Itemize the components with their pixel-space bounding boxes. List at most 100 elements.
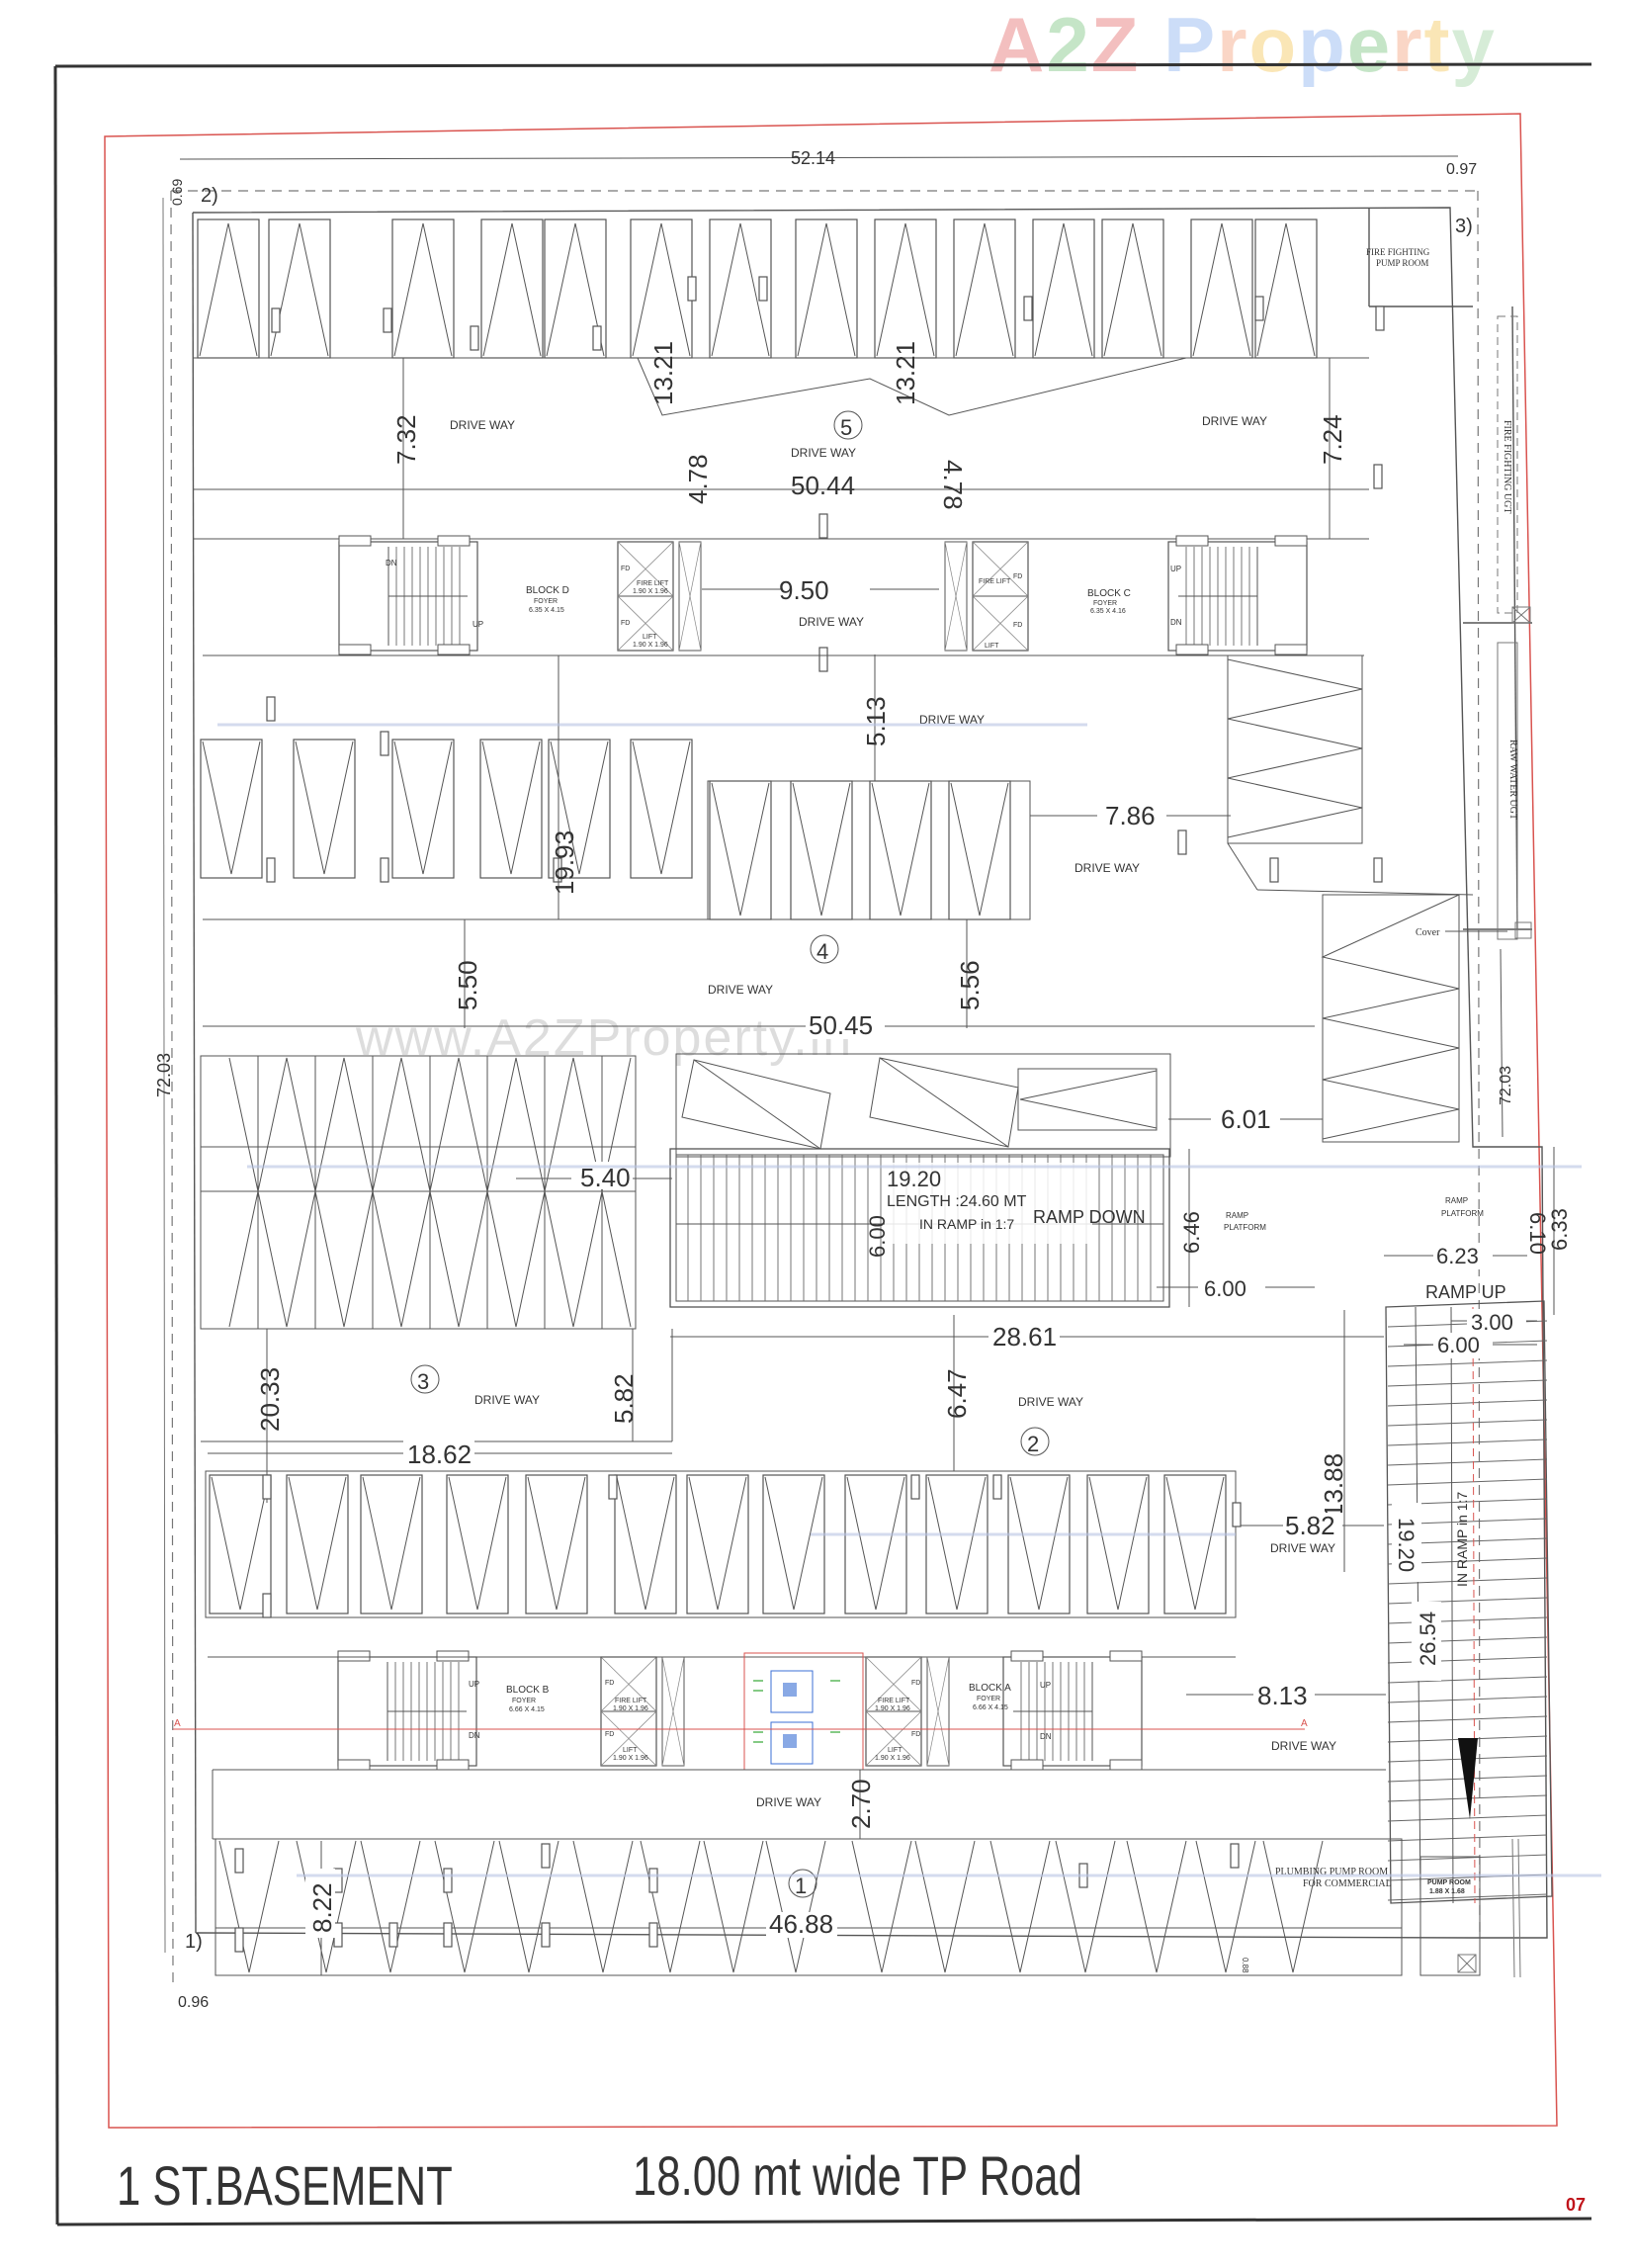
sheet-frame: [53, 62, 1592, 2226]
plot-boundary: [104, 113, 1558, 2129]
svg-text:FOR COMMERCIAL: FOR COMMERCIAL: [1303, 1878, 1392, 1889]
svg-text:DRIVE WAY: DRIVE WAY: [1271, 1739, 1336, 1753]
svg-text:1.90 X 1.96: 1.90 X 1.96: [875, 1705, 910, 1712]
block-d-core: DN UP BLOCK D FOYER 6.35 X 4.15 FD FIRE …: [338, 535, 702, 655]
logo-letter: p: [1298, 1, 1347, 88]
svg-text:1.90 X 1.96: 1.90 X 1.96: [633, 588, 668, 595]
svg-text:5.82: 5.82: [609, 1373, 639, 1424]
svg-text:PLUMBING PUMP ROOM: PLUMBING PUMP ROOM: [1275, 1867, 1388, 1877]
svg-text:FD: FD: [911, 1731, 920, 1738]
zone4-parking: DRIVE WAY DRIVE WAY 5.13 19.93 7.86: [200, 654, 1474, 920]
svg-text:FD: FD: [911, 1680, 920, 1687]
svg-text:6.66 X 4.15: 6.66 X 4.15: [973, 1704, 1008, 1711]
zone2-driveway: 28.61 6.47 DRIVE WAY 2 13.88 5.82 DRIVE …: [670, 1310, 1384, 1572]
svg-text:0.96: 0.96: [178, 1994, 209, 2011]
logo-letter: o: [1248, 1, 1299, 88]
svg-text:1.90 X 1.96: 1.90 X 1.96: [633, 642, 668, 649]
svg-text:FIRE LIFT: FIRE LIFT: [615, 1698, 647, 1704]
svg-text:FOYER: FOYER: [1093, 600, 1117, 607]
svg-text:9.50: 9.50: [779, 575, 829, 605]
svg-text:FIRE FIGHTING UGT: FIRE FIGHTING UGT: [1502, 420, 1512, 513]
svg-text:2: 2: [1027, 1432, 1039, 1456]
svg-text:LIFT: LIFT: [643, 634, 657, 641]
ramp-direction-arrow-icon: [1458, 1738, 1478, 1819]
svg-text:1.90 X 1.96: 1.90 X 1.96: [613, 1705, 648, 1712]
svg-text:0.88: 0.88: [1241, 1958, 1249, 1973]
svg-text:DRIVE WAY: DRIVE WAY: [1202, 414, 1267, 428]
svg-text:52.14: 52.14: [791, 148, 835, 168]
svg-text:2.70: 2.70: [846, 1779, 876, 1829]
raw-water-ugt: RAW WATER UGT Cover: [1416, 642, 1532, 940]
svg-text:13.21: 13.21: [648, 341, 678, 405]
svg-text:FIRE FIGHTING: FIRE FIGHTING: [1366, 247, 1430, 257]
svg-text:IN RAMP in 1:7: IN RAMP in 1:7: [1454, 1492, 1470, 1587]
svg-text:6.01: 6.01: [1221, 1104, 1271, 1134]
svg-text:4.78: 4.78: [938, 460, 968, 510]
svg-text:6.00: 6.00: [865, 1215, 890, 1258]
svg-text:FD: FD: [605, 1680, 614, 1687]
logo-letter: P: [1163, 1, 1218, 88]
svg-text:7.32: 7.32: [391, 414, 421, 465]
svg-text:DRIVE WAY: DRIVE WAY: [450, 418, 515, 432]
building-outline: [192, 207, 1548, 1939]
svg-text:19.20: 19.20: [887, 1167, 941, 1191]
block-c-core: FIRE LIFT LIFT FD FD BLOCK C FOYER 6.35 …: [944, 535, 1308, 655]
svg-text:A: A: [1301, 1718, 1308, 1729]
svg-text:1): 1): [185, 1931, 203, 1953]
svg-text:UP: UP: [473, 620, 483, 629]
left-depth-dimension: 72.03: [154, 197, 174, 1954]
svg-text:PUMP ROOM: PUMP ROOM: [1427, 1879, 1471, 1886]
svg-text:RAMP DOWN: RAMP DOWN: [1033, 1207, 1146, 1227]
svg-text:0.97: 0.97: [1446, 161, 1477, 178]
svg-text:DN: DN: [1170, 618, 1182, 627]
svg-text:6.10: 6.10: [1525, 1212, 1550, 1255]
top-dimension: 52.14 0.69 0.97 3) 2) 1) 0.96: [169, 148, 1477, 2011]
svg-text:FIRE LIFT: FIRE LIFT: [979, 578, 1011, 585]
svg-text:LIFT: LIFT: [888, 1747, 902, 1754]
svg-text:6.35 X 4.16: 6.35 X 4.16: [1090, 608, 1126, 615]
block-a-core: BLOCK A FOYER 6.66 X 4.15 UP DN 8.13 DRI…: [173, 1650, 1386, 1771]
svg-text:FD: FD: [1013, 622, 1022, 629]
svg-text:50.45: 50.45: [809, 1010, 873, 1040]
a2z-url-watermark: www.A2ZProperty.in: [356, 1009, 854, 1067]
svg-text:50.44: 50.44: [791, 471, 855, 500]
core-gap-dimension: 9.50 DRIVE WAY: [702, 575, 939, 672]
svg-text:5.82: 5.82: [1285, 1511, 1335, 1540]
svg-text:A: A: [174, 1718, 181, 1729]
setback-line: [170, 190, 1481, 1983]
svg-text:UP: UP: [1040, 1681, 1051, 1690]
angled-parking-ramp: 6.01: [675, 1053, 1323, 1158]
logo-letter: 2: [1046, 1, 1091, 88]
zone5-driveway: DRIVE WAY DRIVE WAY DRIVE WAY 5 7.32 7.2…: [193, 341, 1383, 540]
svg-text:6.00: 6.00: [1204, 1276, 1246, 1301]
svg-text:FIRE LIFT: FIRE LIFT: [637, 580, 669, 587]
svg-text:3): 3): [1455, 216, 1473, 237]
logo-letter: A: [988, 1, 1047, 88]
floor-title: 1 ST.BASEMENT: [117, 2154, 453, 2217]
svg-text:RAMP: RAMP: [1226, 1211, 1248, 1220]
svg-text:19.93: 19.93: [550, 830, 579, 895]
svg-text:FD: FD: [621, 620, 630, 627]
svg-text:6.00: 6.00: [1437, 1333, 1480, 1357]
svg-text:PLATFORM: PLATFORM: [1224, 1223, 1266, 1232]
equipment-room: FD FIRE LIFT 1.90 X 1.96 FD LIFT 1.90 X …: [743, 1652, 950, 1771]
zone2-parking-row: [205, 1470, 1242, 1618]
svg-text:FOYER: FOYER: [977, 1696, 1000, 1702]
svg-text:19.20: 19.20: [1394, 1518, 1418, 1572]
svg-text:20.33: 20.33: [255, 1367, 285, 1432]
svg-text:FD: FD: [621, 566, 630, 572]
logo-letter: r: [1392, 1, 1424, 88]
svg-text:DN: DN: [386, 559, 397, 567]
svg-text:LIFT: LIFT: [623, 1747, 638, 1754]
zone4-driveway: 4 DRIVE WAY 5.50 5.56 50.45: [203, 894, 1460, 1143]
svg-text:PLATFORM: PLATFORM: [1441, 1209, 1484, 1218]
svg-text:3.00: 3.00: [1471, 1310, 1513, 1335]
svg-text:7.86: 7.86: [1105, 801, 1156, 830]
zone1-parking-row: 8.22 1 46.88 0.88: [215, 1838, 1403, 1976]
svg-text:2): 2): [201, 185, 218, 207]
svg-text:RAMP UP: RAMP UP: [1425, 1282, 1506, 1302]
zone5-parking-row: [193, 218, 1385, 359]
ramp-up: 3.00 6.00 19.20 IN RAMP in 1:7 26.54: [1385, 1300, 1553, 1904]
zone3-driveway: 3 DRIVE WAY 20.33 5.82 18.62: [201, 1329, 673, 1503]
